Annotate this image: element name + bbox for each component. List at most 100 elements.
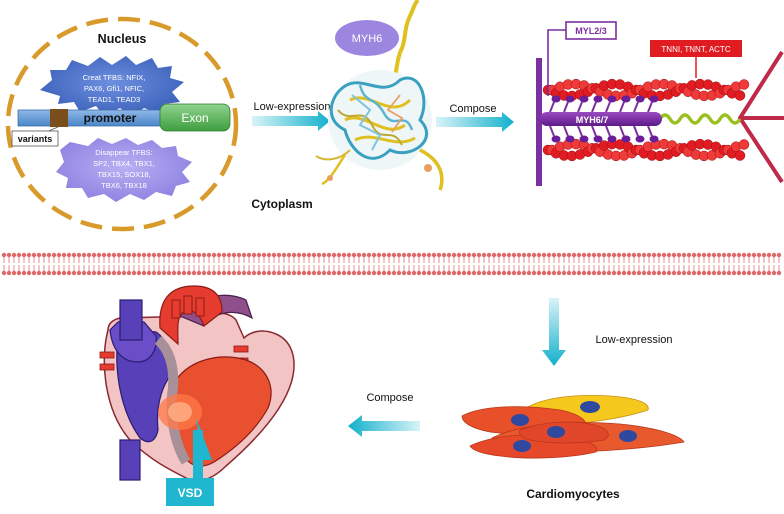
- lipid-head: [616, 252, 622, 258]
- tn-box: [650, 40, 742, 57]
- lipid-head: [431, 252, 437, 258]
- lipid-head: [456, 270, 462, 276]
- myocyte-nucleus-4: [547, 426, 565, 438]
- lipid-head: [491, 270, 497, 276]
- lipid-head: [121, 270, 127, 276]
- lipid-head: [301, 270, 307, 276]
- lipid-head: [6, 270, 12, 276]
- lipid-head: [561, 252, 567, 258]
- lipid-head: [401, 270, 407, 276]
- lipid-head: [726, 270, 732, 276]
- lipid-head: [86, 252, 92, 258]
- lipid-head: [351, 270, 357, 276]
- lipid-head: [551, 252, 557, 258]
- cell-membrane: [1, 252, 782, 276]
- lipid-head: [436, 270, 442, 276]
- lipid-head: [556, 252, 562, 258]
- lipid-head: [306, 270, 312, 276]
- lipid-head: [71, 252, 77, 258]
- lipid-head: [131, 252, 137, 258]
- lipid-head: [461, 252, 467, 258]
- myosin-head: [551, 135, 561, 143]
- lipid-head: [641, 252, 647, 258]
- lipid-head: [181, 270, 187, 276]
- lipid-head: [766, 270, 772, 276]
- disappear-tfbs-line-4: TBX6, TBX18: [101, 181, 147, 190]
- myosin-head-neck: [563, 125, 569, 137]
- lipid-head: [11, 270, 17, 276]
- lipid-head: [401, 252, 407, 258]
- lipid-head: [681, 252, 687, 258]
- lipid-head: [46, 270, 52, 276]
- lipid-head: [171, 252, 177, 258]
- lipid-head: [216, 270, 222, 276]
- lipid-head: [311, 252, 317, 258]
- lipid-head: [396, 270, 402, 276]
- lipid-head: [476, 270, 482, 276]
- cytoplasm-label: Cytoplasm: [251, 197, 312, 211]
- lipid-head: [111, 252, 117, 258]
- lipid-head: [281, 252, 287, 258]
- lipid-head: [186, 270, 192, 276]
- created-tfbs-line-3: TEAD1, TEAD3: [88, 95, 140, 104]
- cardiomyocytes-label: Cardiomyocytes: [526, 487, 620, 501]
- lipid-head: [501, 252, 507, 258]
- lipid-head: [421, 270, 427, 276]
- lipid-head: [756, 252, 762, 258]
- lipid-head: [391, 270, 397, 276]
- lipid-head: [61, 252, 67, 258]
- lipid-head: [341, 252, 347, 258]
- lipid-head: [226, 270, 232, 276]
- lipid-head: [676, 252, 682, 258]
- disappear-tfbs-blob: [56, 138, 192, 202]
- lipid-head: [576, 270, 582, 276]
- lipid-head: [381, 270, 387, 276]
- disappear-tfbs-line-1: Disappear TFBS:: [95, 148, 152, 157]
- lipid-head: [701, 270, 707, 276]
- lipid-head: [691, 270, 697, 276]
- promoter-label: promoter: [84, 111, 137, 125]
- lipid-head: [81, 270, 87, 276]
- lipid-head: [6, 252, 12, 258]
- lipid-head: [101, 270, 107, 276]
- lipid-head: [761, 270, 767, 276]
- vsd-box: [166, 478, 214, 506]
- lipid-head: [546, 270, 552, 276]
- lipid-head: [51, 270, 57, 276]
- lipid-head: [671, 252, 677, 258]
- lipid-head: [191, 270, 197, 276]
- lipid-head: [356, 270, 362, 276]
- lipid-head: [166, 252, 172, 258]
- created-tfbs-blob: [40, 56, 184, 116]
- lipid-head: [611, 252, 617, 258]
- lipid-head: [481, 252, 487, 258]
- lipid-head: [541, 270, 547, 276]
- lipid-head: [146, 252, 152, 258]
- lipid-head: [186, 252, 192, 258]
- lipid-head: [281, 270, 287, 276]
- lipid-head: [66, 252, 72, 258]
- lipid-head: [391, 252, 397, 258]
- lipid-head: [476, 252, 482, 258]
- m-line: [536, 58, 542, 186]
- lipid-head: [716, 270, 722, 276]
- lipid-head: [591, 270, 597, 276]
- lipid-head: [746, 270, 752, 276]
- lipid-head: [161, 270, 167, 276]
- lipid-head: [141, 270, 147, 276]
- lipid-head: [516, 252, 522, 258]
- lipid-head: [191, 252, 197, 258]
- myosin-filament: [540, 112, 662, 126]
- lipid-head: [366, 252, 372, 258]
- lipid-head: [11, 252, 17, 258]
- lipid-head: [126, 252, 132, 258]
- lipid-head: [706, 252, 712, 258]
- lipid-head: [676, 270, 682, 276]
- lipid-head: [411, 252, 417, 258]
- lipid-head: [1, 270, 7, 276]
- lipid-head: [16, 252, 22, 258]
- myosin-head-neck: [605, 101, 611, 113]
- arrow-low-expression-1: Low-expression: [252, 101, 331, 131]
- myosin-head-neck: [591, 101, 597, 113]
- lipid-head: [176, 270, 182, 276]
